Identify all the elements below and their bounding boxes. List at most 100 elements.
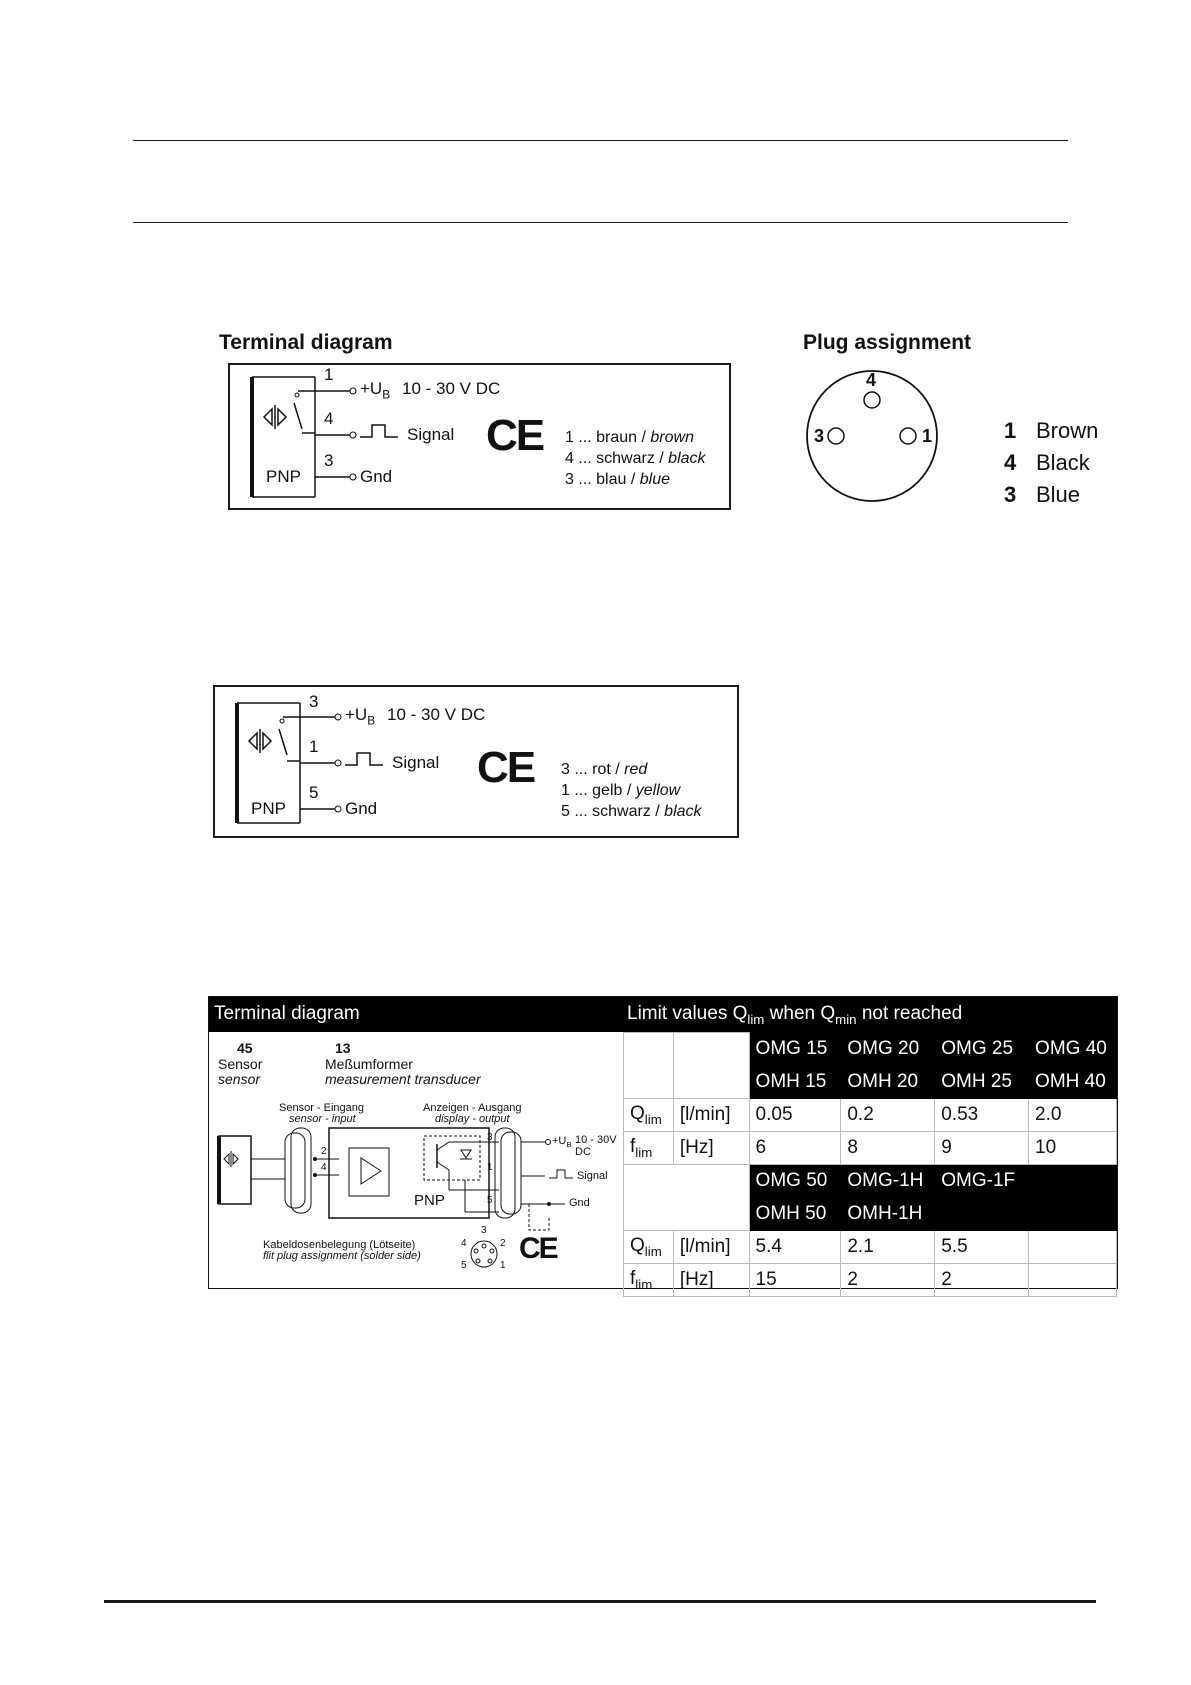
conn-pin-3: 3	[487, 1132, 493, 1143]
signal-label: Signal	[577, 1170, 608, 1182]
terminal-limit-panel: Terminal diagram Limit values Qlim when …	[208, 996, 1118, 1297]
plug-caption-de: Kabeldosenbelegung (Lötseite)	[263, 1239, 416, 1251]
transducer-circuit-svg	[217, 1127, 573, 1268]
value-cell: 15	[748, 1263, 842, 1297]
model-cell: OMH-1H	[840, 1197, 936, 1231]
wire-list: 1 ... braun / brown 4 ... schwarz / blac…	[565, 427, 706, 490]
pnp-label: PNP	[414, 1192, 445, 1209]
model-cell: OMH 15	[748, 1065, 842, 1099]
gnd-label: Gnd	[569, 1197, 590, 1209]
plug-pin-3: 3	[481, 1225, 487, 1236]
plug-pin-5: 5	[461, 1260, 467, 1271]
q-label: Qlim	[623, 1098, 674, 1132]
terminal-diagram-title: Terminal diagram	[214, 1003, 360, 1024]
circuit-2-svg	[235, 702, 383, 824]
model-cell: OMH 20	[840, 1065, 936, 1099]
transducer-en: measurement transducer	[325, 1071, 481, 1087]
model-cell: OMG 25	[934, 1032, 1030, 1066]
signal-label: Signal	[392, 753, 440, 772]
model-cell: OMH 25	[934, 1065, 1030, 1099]
value-cell: 5.4	[748, 1230, 842, 1264]
value-cell: 5.5	[934, 1230, 1030, 1264]
flim-row-2: flim [Hz] 15 2 2	[623, 1263, 1117, 1297]
pnp-label: PNP	[251, 799, 286, 818]
plug-diagram-svg	[806, 370, 938, 502]
conn-pin-4: 4	[321, 1162, 327, 1173]
model-cell: OMG 15	[748, 1032, 842, 1066]
supply-label: 10 - 30 V DC	[387, 705, 486, 724]
transducer-number: 13	[335, 1040, 351, 1056]
footer-rule	[104, 1600, 1096, 1603]
f-unit: [Hz]	[672, 1263, 750, 1297]
transducer-diagram: 45 Sensor sensor 13 Meßumformer measurem…	[209, 1032, 623, 1288]
signal-label: Signal	[407, 425, 455, 444]
supply-label: 10 - 30V DC	[575, 1134, 617, 1158]
pin-5-label: 5	[309, 783, 319, 802]
gnd-label: Gnd	[360, 467, 393, 486]
qlim-row-1: Qlim [l/min] 0.05 0.2 0.53 2.0	[623, 1098, 1117, 1132]
pin-1-label: 1	[324, 365, 334, 384]
f-label: flim	[623, 1131, 674, 1165]
models-row-2-top: OMG 50 OMG-1H OMG-1F	[623, 1164, 1117, 1231]
sensor-de: Sensor	[218, 1056, 263, 1072]
terminal-diagram-1: 1 4 3 +UB 10 - 30 V DC Signal Gnd PNP CE…	[228, 363, 731, 510]
transducer-de: Meßumformer	[325, 1056, 413, 1072]
plug-assignment-heading: Plug assignment	[803, 331, 972, 354]
models-row-1-bottom: OMH 15 OMH 20 OMH 25 OMH 40	[624, 1065, 1117, 1099]
plug-pin-1: 1	[922, 426, 933, 446]
conn-pin-1: 1	[487, 1162, 493, 1173]
input-label-de: Sensor - Eingang	[279, 1102, 364, 1114]
qlim-row-2: Qlim [l/min] 5.4 2.1 5.5	[623, 1230, 1117, 1264]
model-cell: OMH 50	[748, 1197, 842, 1231]
pin-3-label: 3	[309, 692, 319, 711]
gnd-label: Gnd	[345, 799, 378, 818]
model-cell	[1028, 1164, 1117, 1198]
plug-pin-3: 3	[814, 426, 825, 446]
wire-3: 3 ... rot / red	[561, 761, 648, 778]
f-label: flim	[623, 1263, 674, 1297]
header-rule-bottom	[133, 222, 1068, 223]
model-cell	[934, 1197, 1030, 1231]
sensor-number: 45	[237, 1040, 253, 1056]
wire-1: 1 ... braun / brown	[565, 429, 694, 446]
wire-1: 1 ... gelb / yellow	[561, 782, 681, 799]
model-cell	[1028, 1197, 1117, 1231]
value-cell: 2.0	[1028, 1098, 1117, 1132]
plug-pin-2: 2	[500, 1238, 506, 1249]
conn-pin-2: 2	[321, 1146, 327, 1157]
value-cell: 2	[934, 1263, 1030, 1297]
limit-values-title: Limit values Qlim when Qmin not reached	[627, 1003, 963, 1027]
model-cell: OMG 20	[840, 1032, 936, 1066]
q-unit: [l/min]	[672, 1098, 750, 1132]
value-cell	[1028, 1230, 1117, 1264]
model-cell: OMG 40	[1028, 1032, 1117, 1066]
input-label-en: sensor - input	[289, 1113, 356, 1125]
f-unit: [Hz]	[672, 1131, 750, 1165]
wire-5: 5 ... schwarz / black	[561, 803, 702, 820]
output-label-de: Anzeigen - Ausgang	[423, 1102, 522, 1114]
ce-mark: CE	[477, 743, 536, 792]
ub-label: +UB	[552, 1135, 572, 1150]
pin-4-label: 4	[324, 409, 334, 428]
plug-pin-4: 4	[866, 370, 877, 390]
value-cell: 0.53	[934, 1098, 1030, 1132]
models-row-1-top: OMG 15 OMG 20 OMG 25 OMG 40	[623, 1032, 1117, 1099]
conn-pin-5: 5	[487, 1195, 493, 1206]
value-cell: 6	[748, 1131, 842, 1165]
ub-label: +UB	[360, 379, 391, 402]
ub-label: +UB	[345, 705, 376, 728]
value-cell: 9	[934, 1131, 1030, 1165]
q-unit: [l/min]	[672, 1230, 750, 1264]
value-cell: 8	[840, 1131, 936, 1165]
wire-3: 3 ... blau / blue	[565, 471, 670, 488]
wire-list: 3 ... rot / red 1 ... gelb / yellow 5 ..…	[561, 759, 702, 822]
model-cell: OMG-1F	[934, 1164, 1030, 1198]
value-cell: 0.05	[748, 1098, 842, 1132]
header-rule-top	[133, 140, 1068, 141]
sensor-en: sensor	[218, 1071, 261, 1087]
model-cell: OMH 40	[1028, 1065, 1117, 1099]
pin-1-label: 1	[309, 737, 319, 756]
